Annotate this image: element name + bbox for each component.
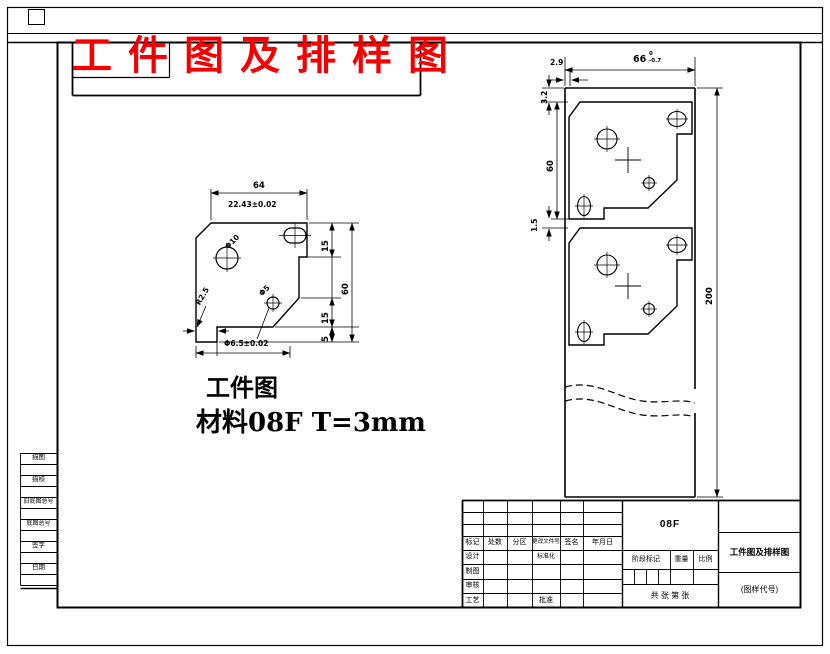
sheet-borders [6,6,824,647]
dim-right-overall-label: 60 [341,283,351,295]
leader-small-hole [256,307,270,340]
inner-frame [56,41,802,609]
margin-label-trace-check: 描校 [32,476,45,484]
material-note: 材料08F T=3mm [196,408,426,438]
tb-drawing-code: (图样代号) [740,584,779,594]
tb-drawing-title: 工件图及排样图 [729,546,790,557]
left-margin-strip-grid [20,453,58,590]
title-text-box [71,42,422,97]
tb-header-count: 处数 [488,539,502,547]
tb-weight: 重量 [674,555,689,563]
dim-width-label: 64 [253,181,265,191]
margin-label-date: 日期 [32,564,45,572]
strip-width-label: 66 [633,54,647,65]
tb-scale: 比例 [698,555,713,563]
strip-width-tol-lower: -0.7 [649,58,662,64]
sheet-title: 工件图及排样图 [72,32,464,79]
workpiece-drawing [195,222,311,343]
strip-side-margin-label: 2.9 [550,58,564,67]
tb-row-process: 工艺 [465,596,480,604]
strip-dimensions [542,57,723,498]
title-block-grid [461,499,801,608]
tb-sheets: 共 张 第 张 [650,590,690,600]
dim-tolerance-label: 22.43±0.02 [228,200,277,209]
strip-part-2 [568,227,693,346]
dim-right-mid-label: 15 [321,312,331,324]
tb-header-date: 年月日 [592,539,613,547]
strip-length-label: 200 [705,287,715,305]
margin-label-old-master-no: 旧底图总号 [23,499,54,506]
leader-radius [196,305,207,328]
tb-material: 08F [659,518,681,530]
strip-bridge-label: 1.5 [530,218,539,232]
workpiece-dimensions [183,189,359,358]
tb-approval: 批准 [539,596,553,604]
dim-right-bottom-label: 5 [321,336,331,342]
strip-layout-drawing [564,87,696,498]
strip-edge-margin-label: 3.2 [540,90,549,104]
corner-mark [28,9,45,25]
tb-row-design: 设计 [465,553,480,561]
dim-right-top-label: 15 [321,240,331,252]
margin-label-signature: 签字 [32,542,45,550]
tb-header-signature: 签名 [564,539,579,547]
dim-bottom-label: Φ6.5±0.02 [224,339,269,348]
strip-part-1 [568,101,693,220]
break-line-1 [564,384,696,404]
tb-header-mark: 标记 [465,539,480,547]
margin-label-tracing: 描图 [32,454,45,462]
break-line-2 [564,398,696,418]
workpiece-caption: 工件图 [206,373,278,402]
tb-stage-mark: 阶段标记 [632,555,660,563]
margin-label-master-no: 底图总号 [26,521,51,528]
tb-row-check: 审核 [465,582,480,590]
tb-header-change-doc: 更改文件号 [532,539,560,546]
tb-standardization: 标准化 [536,553,555,560]
tb-header-zone: 分区 [512,539,527,547]
tb-row-draft: 制图 [465,567,480,575]
strip-part-height-label: 60 [546,160,556,172]
strip-width-tol-upper: 0 [649,51,653,57]
part-outline [195,222,308,343]
